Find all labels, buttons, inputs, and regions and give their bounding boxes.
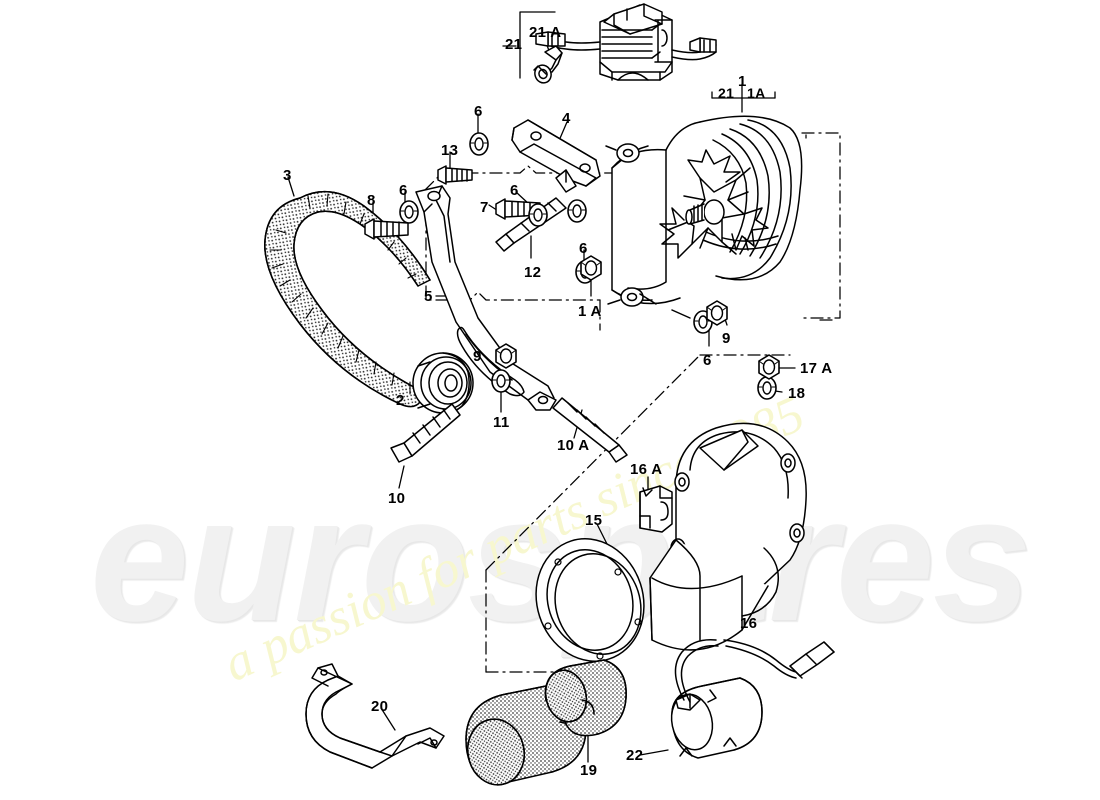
callout-4: 4 xyxy=(562,110,571,127)
callout-18: 18 xyxy=(788,385,806,402)
callout-16: 16 xyxy=(740,615,758,632)
callout-6-d: 6 xyxy=(579,240,588,257)
callout-2: 2 xyxy=(396,392,405,409)
callout-21: 21 xyxy=(505,36,523,53)
callout-6-e: 6 xyxy=(703,352,712,369)
callout-9-b: 9 xyxy=(473,348,482,365)
callout-7: 7 xyxy=(480,199,489,216)
callout-22: 22 xyxy=(626,747,644,764)
callout-1a: 1 A xyxy=(578,303,602,320)
callout-9-a: 9 xyxy=(722,330,731,347)
callout-19: 19 xyxy=(580,762,598,779)
callout-3: 3 xyxy=(283,167,292,184)
callout-8: 8 xyxy=(367,192,376,209)
callout-1: 1 xyxy=(738,73,747,90)
callout-16a: 16 A xyxy=(630,461,663,478)
callout-6-b: 6 xyxy=(399,182,408,199)
callout-6-c: 6 xyxy=(510,182,519,199)
callout-12: 12 xyxy=(524,264,542,281)
callout-21a: 21 A xyxy=(529,24,562,41)
callout-11: 11 xyxy=(493,414,510,431)
callout-10a: 10 A xyxy=(557,437,590,454)
callout-6-a: 6 xyxy=(474,103,483,120)
callout-10: 10 xyxy=(388,490,406,507)
callout-1-group-1a: 1A xyxy=(747,85,766,101)
callout-15: 15 xyxy=(585,512,603,529)
callout-17a: 17 A xyxy=(800,360,833,377)
callout-20: 20 xyxy=(371,698,389,715)
callout-1-group-21: 21 xyxy=(718,85,735,101)
callout-13: 13 xyxy=(441,142,459,159)
callout-5: 5 xyxy=(424,288,433,305)
